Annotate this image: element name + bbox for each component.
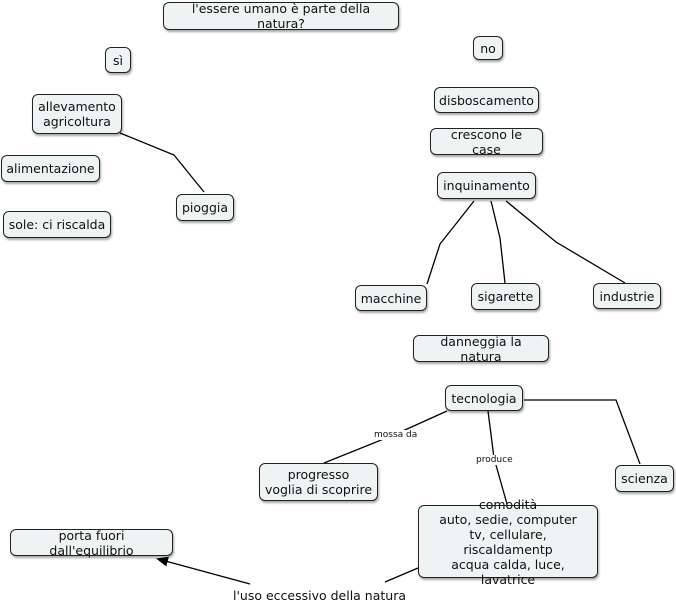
link-tecnologia-scienza: [524, 399, 641, 465]
node-porta-fuori-dall-equilibrio[interactable]: porta fuori dall'equilibrio: [10, 528, 173, 558]
node-danneggia-la-natura[interactable]: danneggia la natura: [413, 334, 549, 364]
node-industrie[interactable]: industrie: [593, 283, 661, 309]
link-label-produce: produce: [474, 455, 515, 465]
link-inquinamento-macchine: [426, 200, 475, 285]
node-comodita[interactable]: comodità auto, sedie, computer tv, cellu…: [418, 497, 598, 587]
link-comodita-uso: [384, 567, 419, 583]
node-inquinamento[interactable]: inquinamento: [437, 172, 536, 199]
link-label-mossa-da: mossa da: [372, 430, 420, 440]
node-uso-eccessivo[interactable]: l'uso eccessivo della natura: [231, 588, 409, 603]
node-no[interactable]: no: [473, 36, 503, 60]
node-scienza[interactable]: scienza: [615, 465, 674, 492]
node-macchine[interactable]: macchine: [355, 285, 427, 311]
node-pioggia[interactable]: pioggia: [176, 194, 234, 221]
node-si[interactable]: sì: [105, 47, 131, 73]
node-allevamento-agricoltura[interactable]: allevamento agricoltura: [32, 94, 122, 134]
node-sole[interactable]: sole: ci riscalda: [3, 211, 111, 238]
node-disboscamento[interactable]: disboscamento: [434, 87, 539, 113]
node-tecnologia[interactable]: tecnologia: [445, 385, 523, 411]
link-allevamento-pioggia: [119, 132, 205, 193]
node-progresso[interactable]: progresso voglia di scoprire: [259, 463, 378, 501]
arrow-uso-equilibrio: [156, 556, 251, 585]
link-inquinamento-sigarette: [490, 200, 506, 284]
node-sigarette[interactable]: sigarette: [471, 283, 540, 310]
link-inquinamento-industrie: [505, 200, 626, 284]
node-crescono-le-case[interactable]: crescono le case: [430, 127, 543, 157]
node-alimentazione[interactable]: alimentazione: [1, 155, 100, 182]
node-question[interactable]: l'essere umano è parte della natura?: [163, 1, 399, 31]
